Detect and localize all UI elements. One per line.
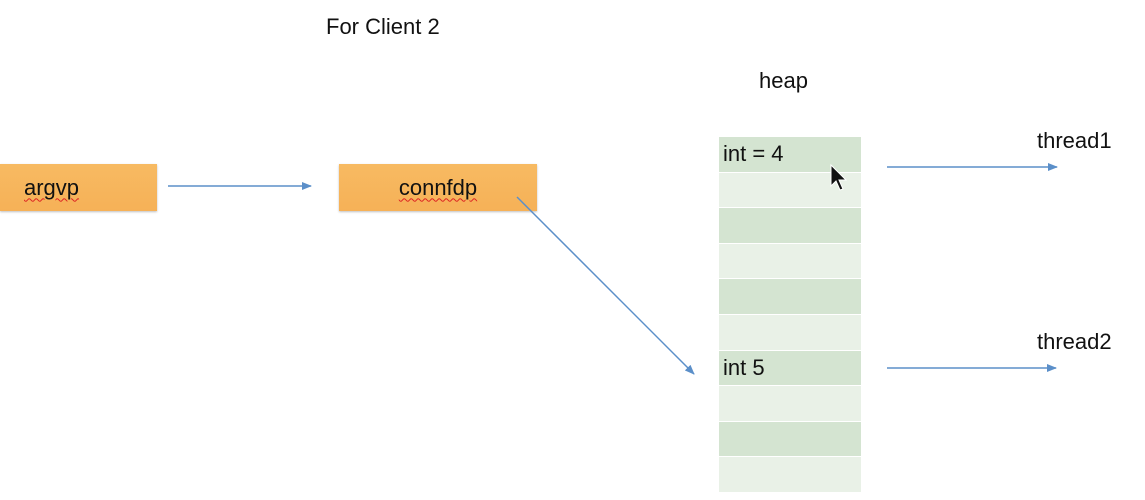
- heap-memory-column: int = 4 int 5: [719, 137, 861, 493]
- connfdp-label: connfdp: [398, 174, 478, 200]
- heap-cell-4: [719, 243, 861, 280]
- connfdp-box: connfdp: [339, 164, 537, 211]
- heap-cell-6: [719, 314, 861, 351]
- argvp-label: argvp: [24, 174, 80, 200]
- thread1-label: thread1: [1037, 128, 1112, 153]
- heap-cell-8: [719, 386, 861, 422]
- heap-cell-1: int = 4: [719, 137, 861, 173]
- heap-cell-10: [719, 457, 861, 493]
- diagram-title: For Client 2: [326, 14, 440, 39]
- mouse-pointer-icon: [830, 163, 848, 191]
- heap-cell-7: int 5: [719, 350, 861, 387]
- thread2-label: thread2: [1037, 329, 1112, 354]
- argvp-box: argvp: [0, 164, 157, 211]
- arrow-connfdp-to-heap: [516, 196, 695, 375]
- heap-cell-5: [719, 279, 861, 315]
- heap-label: heap: [759, 68, 808, 93]
- heap-cell-3: [719, 208, 861, 244]
- heap-cell-9: [719, 421, 861, 458]
